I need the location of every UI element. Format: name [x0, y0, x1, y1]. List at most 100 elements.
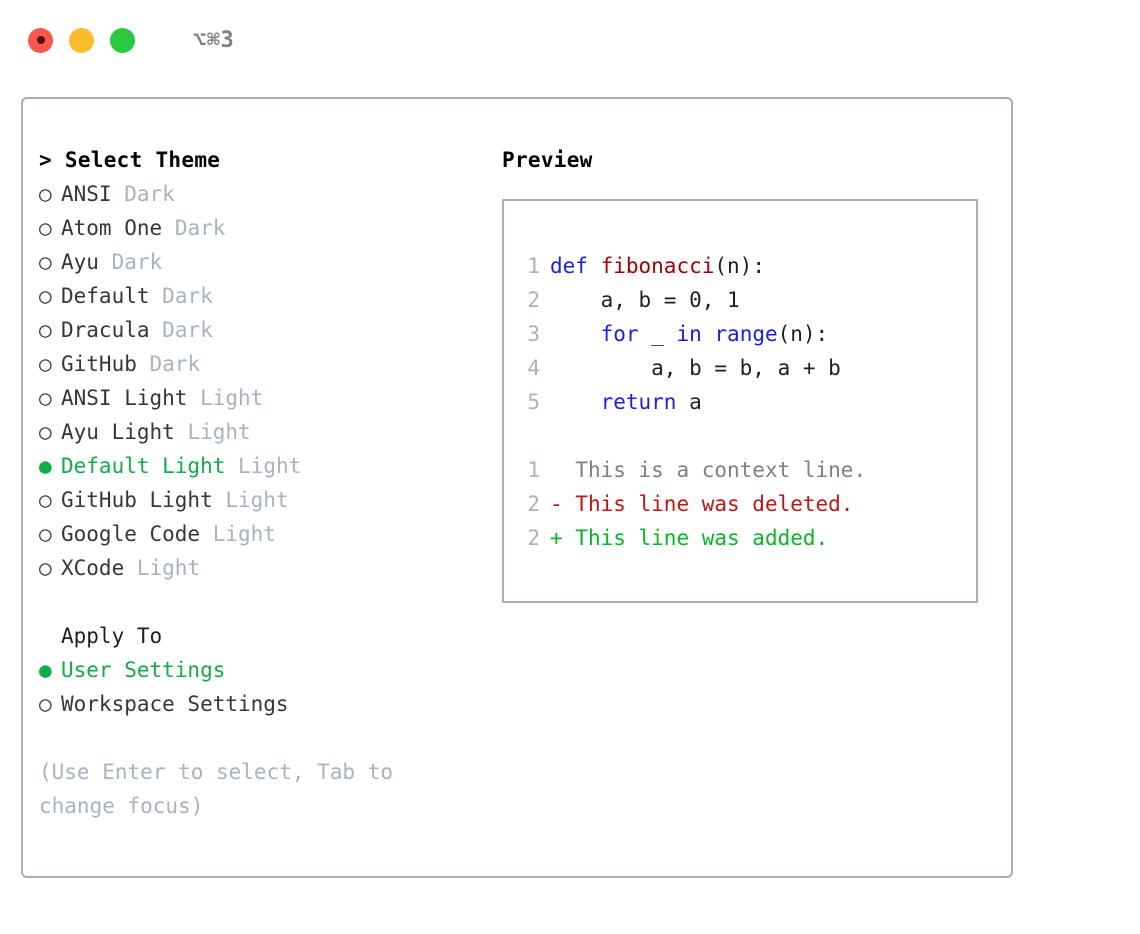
theme-list-item[interactable]: ○Atom One Dark: [39, 211, 479, 245]
code-line-number: 5: [527, 390, 540, 414]
theme-category-label: Dark: [149, 352, 201, 376]
close-button[interactable]: [28, 27, 53, 53]
radio-unselected-icon[interactable]: ○: [39, 250, 52, 274]
code-token: _: [638, 322, 677, 346]
theme-name: Google Code: [61, 522, 201, 546]
theme-name: ANSI: [61, 182, 112, 206]
radio-unselected-icon[interactable]: ○: [39, 386, 52, 410]
diff-line-number: 2: [527, 492, 540, 516]
theme-list-item[interactable]: ○Ayu Dark: [39, 245, 479, 279]
diff-line: 1 This is a context line.: [518, 453, 866, 487]
theme-list-item[interactable]: ○ Google Code Light: [39, 517, 479, 551]
diff-text: This line was added.: [575, 526, 829, 550]
code-token: [550, 390, 601, 414]
code-token: a, b = b, a + b: [550, 356, 841, 380]
code-line-number: 3: [527, 322, 540, 346]
code-blank-line: [518, 419, 866, 453]
theme-name: Ayu Light: [61, 420, 175, 444]
radio-selected-icon[interactable]: ●: [39, 658, 52, 682]
theme-name-gap: [187, 386, 200, 410]
theme-list-item[interactable]: ○Dracula Dark: [39, 313, 479, 347]
theme-list[interactable]: ○ ANSI Dark ○ Atom One Dark ○Ayu Dark○Defaul…: [39, 177, 479, 585]
diff-line-number: 1: [527, 458, 540, 482]
radio-unselected-icon[interactable]: ○: [39, 692, 52, 716]
radio-unselected-icon[interactable]: ○: [39, 318, 52, 342]
radio-unselected-icon[interactable]: ○: [39, 556, 52, 580]
theme-list-item[interactable]: ○ GitHub Dark: [39, 347, 479, 381]
code-line: 4 a, b = b, a + b: [518, 351, 866, 385]
theme-category-label: Light: [212, 522, 276, 546]
window-titlebar: ⌥⌘3: [0, 0, 1140, 80]
select-theme-heading: > Select Theme: [39, 148, 221, 172]
keyboard-shortcut-label: ⌥⌘3: [193, 27, 235, 53]
code-line-number: 1: [527, 254, 540, 278]
theme-category-label: Dark: [162, 284, 213, 308]
theme-category-label: Dark: [124, 182, 175, 206]
theme-list-item[interactable]: ○ ANSI Light Light: [39, 381, 479, 415]
minimize-button[interactable]: [69, 27, 94, 53]
theme-name-gap: [124, 556, 137, 580]
theme-list-item[interactable]: ●Default Light Light: [39, 449, 479, 483]
diff-marker: [550, 458, 575, 482]
theme-name-gap: [150, 318, 163, 342]
code-token: return: [600, 390, 677, 414]
diff-marker: -: [550, 492, 576, 516]
theme-name-gap: [137, 352, 150, 376]
code-token: a: [676, 390, 702, 414]
keyboard-hint: (Use Enter to select, Tab to change focu…: [39, 760, 394, 818]
code-token: in: [676, 322, 702, 346]
radio-unselected-icon[interactable]: ○: [39, 522, 52, 546]
theme-category-label: Light: [200, 386, 264, 410]
theme-name-gap: [99, 250, 112, 274]
apply-to-option-label: User Settings: [61, 658, 226, 682]
apply-to-heading-label: Apply To: [61, 624, 163, 648]
theme-category-label: Dark: [162, 318, 213, 342]
apply-to-heading: ○Apply To: [39, 619, 479, 653]
theme-name: GitHub Light: [61, 488, 213, 512]
radio-unselected-icon[interactable]: ○: [39, 216, 52, 240]
apply-to-option[interactable]: ● User Settings: [39, 653, 479, 687]
theme-category-label: Light: [136, 556, 201, 580]
theme-list-column: > Select Theme ○ANSI Dark○Atom One Dark○…: [39, 143, 479, 823]
theme-name-gap: [225, 454, 238, 478]
diff-line: 2- This line was deleted.: [518, 487, 866, 521]
radio-unselected-icon[interactable]: ○: [39, 182, 52, 206]
theme-name: GitHub: [61, 352, 137, 376]
theme-list-item[interactable]: ○ ANSI Dark: [39, 177, 479, 211]
zoom-button[interactable]: [110, 27, 135, 53]
code-token: [702, 322, 715, 346]
code-token: fibonacci: [600, 254, 715, 278]
theme-list-item[interactable]: ○Default Dark: [39, 279, 479, 313]
code-token: [550, 322, 601, 346]
theme-name: ANSI Light: [61, 386, 188, 410]
code-line-number: 2: [527, 288, 540, 312]
code-line-number: 4: [527, 356, 540, 380]
radio-unselected-icon[interactable]: ○: [39, 352, 52, 376]
theme-category-label: Light: [238, 454, 302, 478]
code-line: 3 for _ in range(n):: [518, 317, 866, 351]
theme-list-item[interactable]: ○GitHub Light Light: [39, 483, 479, 517]
diff-text: This line was deleted.: [575, 492, 854, 516]
apply-to-option[interactable]: ○ Workspace Settings: [39, 687, 479, 721]
theme-list-item[interactable]: ○ Ayu Light Light: [39, 415, 479, 449]
code-line: 5 return a: [518, 385, 866, 419]
code-token: range: [714, 322, 778, 346]
radio-selected-icon[interactable]: ●: [39, 454, 52, 478]
theme-list-item[interactable]: ○XCode Light: [39, 551, 479, 585]
apply-to-option-label: Workspace Settings: [61, 692, 289, 716]
diff-line: 2+ This line was added.: [518, 521, 866, 555]
apply-to-options[interactable]: ● User Settings ○ Workspace Settings: [39, 653, 479, 721]
code-token: for: [600, 322, 639, 346]
theme-picker-panel: > Select Theme ○ANSI Dark○Atom One Dark○…: [21, 97, 1013, 878]
radio-unselected-icon[interactable]: ○: [39, 284, 52, 308]
radio-unselected-icon[interactable]: ○: [39, 488, 52, 512]
code-token: a, b = 0, 1: [550, 288, 740, 312]
theme-category-label: Light: [187, 420, 251, 444]
theme-name-gap: [200, 522, 213, 546]
radio-unselected-icon[interactable]: ○: [39, 420, 52, 444]
theme-name: Atom One: [61, 216, 163, 240]
